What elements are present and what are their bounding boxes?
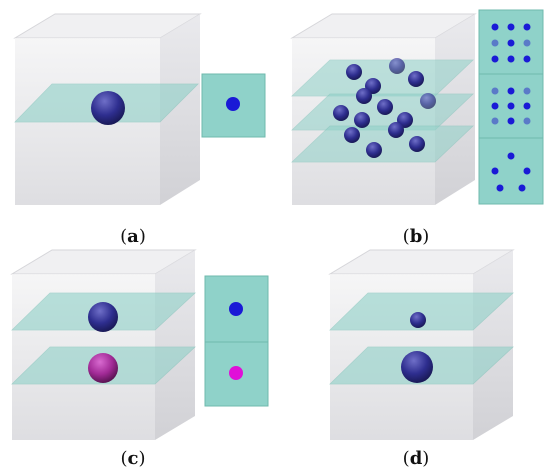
caption-d: (d)	[386, 448, 446, 469]
dot-blue	[523, 55, 531, 63]
sphere	[346, 64, 362, 80]
dot-blue	[523, 23, 531, 31]
dot-faint	[523, 39, 531, 47]
dot-blue	[507, 152, 515, 160]
dot-faint	[523, 117, 531, 125]
dot-blue	[491, 55, 499, 63]
dot-blue	[507, 102, 515, 110]
inset-b	[478, 9, 544, 205]
dot-blue	[507, 87, 515, 95]
spheres-b	[333, 58, 436, 158]
panel-c	[10, 249, 269, 440]
sphere-small-d	[410, 312, 426, 328]
dot-blue	[523, 167, 531, 175]
sphere	[366, 142, 382, 158]
dot-blue	[523, 102, 531, 110]
sphere	[356, 88, 372, 104]
panel-a	[13, 13, 266, 205]
caption-letter: c	[127, 448, 139, 469]
dot-blue	[491, 23, 499, 31]
caption-c: (c)	[103, 448, 163, 469]
caption-paren: )	[138, 226, 146, 247]
dot-faint	[491, 117, 499, 125]
caption-letter: a	[127, 226, 139, 247]
caption-paren: (	[120, 448, 128, 469]
dot-blue	[491, 102, 499, 110]
dot-blue	[507, 39, 515, 47]
caption-letter: d	[409, 448, 423, 469]
dot-blue	[226, 97, 240, 111]
caption-paren: (	[120, 226, 128, 247]
sphere	[377, 99, 393, 115]
sphere	[344, 127, 360, 143]
sphere-large-d	[401, 351, 433, 383]
dot-faint	[491, 87, 499, 95]
cube-d	[328, 249, 515, 440]
sphere	[389, 58, 405, 74]
dot-blue	[507, 55, 515, 63]
sphere	[388, 122, 404, 138]
caption-letter: b	[409, 226, 423, 247]
dot-blue	[491, 167, 499, 175]
panel-d	[328, 249, 515, 440]
caption-paren: )	[138, 448, 146, 469]
sphere-a	[91, 91, 125, 125]
panel-b	[290, 9, 544, 205]
dot-blue	[518, 184, 526, 192]
sphere	[409, 136, 425, 152]
dot-blue	[496, 184, 504, 192]
cube-c	[10, 249, 197, 440]
dot-blue	[507, 23, 515, 31]
sphere	[408, 71, 424, 87]
cube-a	[13, 13, 202, 205]
plane-d-1	[329, 292, 515, 331]
sphere-magenta-c	[88, 353, 118, 383]
caption-a: (a)	[103, 226, 163, 247]
inset-c	[204, 275, 269, 407]
dot-blue	[229, 302, 243, 316]
caption-b: (b)	[386, 226, 446, 247]
dot-faint	[491, 39, 499, 47]
caption-paren: )	[422, 226, 430, 247]
dot-blue	[507, 117, 515, 125]
sphere-blue-c	[88, 302, 118, 332]
sphere	[354, 112, 370, 128]
caption-paren: )	[422, 448, 430, 469]
caption-paren: (	[402, 226, 410, 247]
inset-a	[201, 73, 266, 138]
caption-paren: (	[402, 448, 410, 469]
sphere	[333, 105, 349, 121]
plane-b-3	[290, 125, 475, 163]
sphere	[420, 93, 436, 109]
dot-magenta	[229, 366, 243, 380]
dot-faint	[523, 87, 531, 95]
